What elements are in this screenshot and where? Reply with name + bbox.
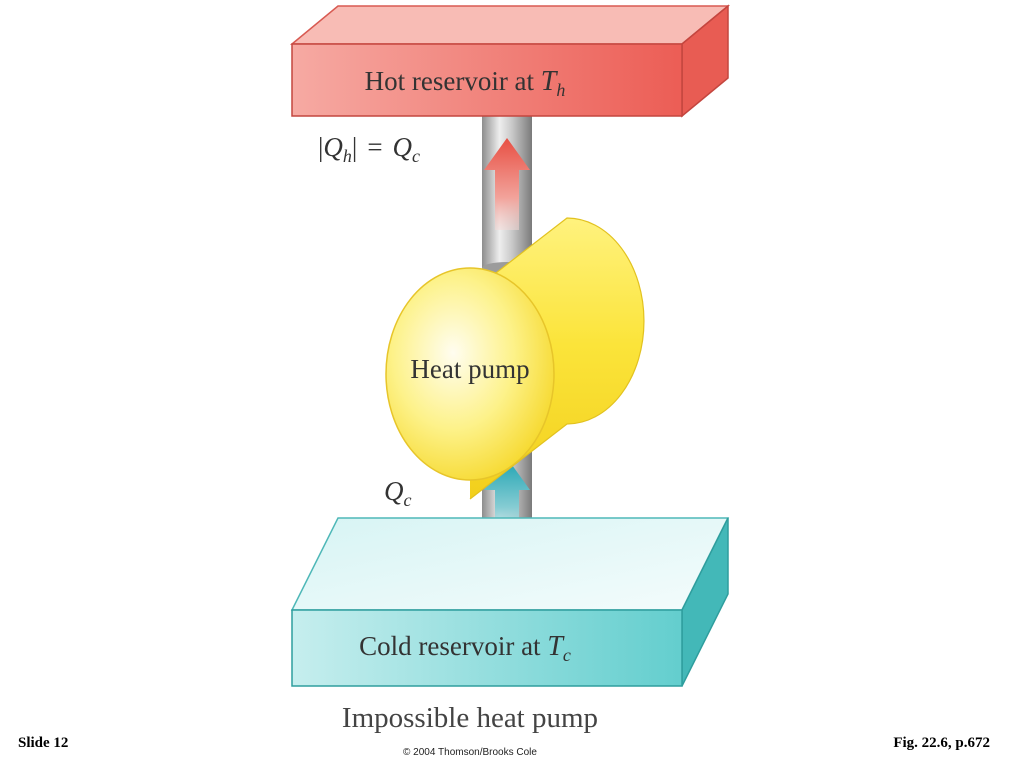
top-flow-label: |Qh|=Qc bbox=[318, 132, 420, 166]
heat-pump-cylinder: Heat pump bbox=[385, 217, 645, 500]
figure-reference: Fig. 22.6, p.672 bbox=[893, 735, 990, 751]
hot-reservoir: Hot reservoir at Th bbox=[289, 4, 731, 118]
figure-caption: Impossible heat pump bbox=[341, 702, 599, 734]
slide-number: Slide 12 bbox=[18, 735, 69, 751]
hot-reservoir-label: Hot reservoir at Th bbox=[365, 66, 566, 100]
bottom-flow-label: Qc bbox=[384, 476, 412, 510]
cold-reservoir-label: Cold reservoir at Tc bbox=[359, 631, 571, 665]
copyright-notice: © 2004 Thomson/Brooks Cole bbox=[403, 747, 537, 758]
heat-pump-label: Heat pump bbox=[410, 354, 529, 384]
hot-flow-arrow-icon bbox=[484, 138, 530, 230]
cold-reservoir: Cold reservoir at Tc bbox=[290, 517, 730, 687]
